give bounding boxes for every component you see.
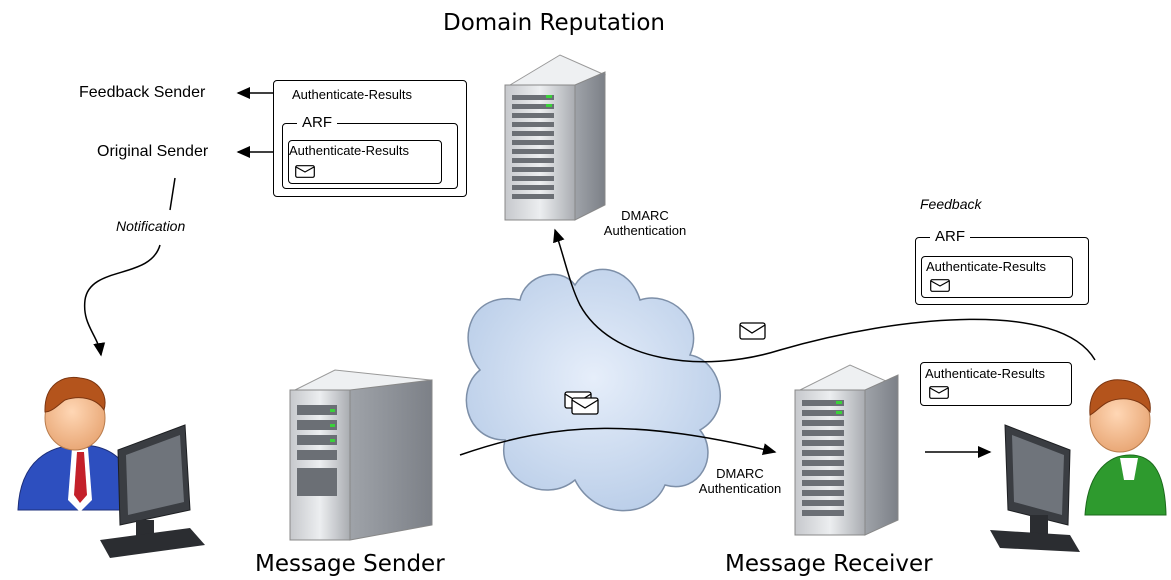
receiver-dmarc-line1: DMARC <box>716 466 764 481</box>
sender-person-icon <box>17 376 205 558</box>
receiver-results-box: Authenticate-Results <box>920 362 1072 406</box>
reputation-dmarc-line1: DMARC <box>621 208 669 223</box>
original-sender-label: Original Sender <box>97 143 209 160</box>
reputation-dmarc-label: DMARC Authentication <box>590 208 700 238</box>
feedback-sender-label: Feedback Sender <box>79 84 206 101</box>
report-inner-box: Authenticate-Results <box>288 140 442 184</box>
title-message-receiver: Message Receiver <box>725 551 933 577</box>
notification-curve <box>83 244 161 357</box>
report-box: Authenticate-Results ARF Authenticate-Re… <box>273 80 467 197</box>
receiver-dmarc-label: DMARC Authentication <box>685 466 795 496</box>
report-inner-title: Authenticate-Results <box>289 143 409 158</box>
report-arf-label: ARF <box>297 114 337 131</box>
feedback-arf-box: ARF Authenticate-Results <box>915 228 1089 305</box>
reputation-server-icon <box>504 54 607 221</box>
report-arf-box: ARF Authenticate-Results <box>282 114 458 189</box>
receiver-server-icon <box>794 364 899 536</box>
message-flow-arrow <box>459 427 777 456</box>
feedback-caption: Feedback <box>920 196 982 212</box>
feedback-inner-title: Authenticate-Results <box>926 259 1046 274</box>
feedback-inner-box: Authenticate-Results <box>921 256 1073 298</box>
envelope-icon <box>739 322 766 340</box>
receiver-results-title: Authenticate-Results <box>925 366 1045 381</box>
title-domain-reputation: Domain Reputation <box>443 10 666 36</box>
arrows <box>83 87 1096 458</box>
feedback-arf-label: ARF <box>930 228 970 245</box>
envelope-icon <box>295 165 315 178</box>
cloud-icon <box>465 268 721 512</box>
receiver-dmarc-line2: Authentication <box>698 481 782 496</box>
receiver-person-icon <box>990 379 1167 552</box>
reputation-dmarc-line2: Authentication <box>603 223 687 238</box>
envelopes-icon <box>564 391 599 415</box>
report-outer-title: Authenticate-Results <box>292 87 412 102</box>
notification-label: Notification <box>116 218 186 234</box>
notification-line-top <box>169 177 176 211</box>
title-message-sender: Message Sender <box>255 551 445 577</box>
envelope-icon <box>929 386 949 399</box>
feedback-flow-arrow <box>553 228 1096 363</box>
sender-server-icon <box>289 369 433 541</box>
envelope-icon <box>930 279 950 292</box>
